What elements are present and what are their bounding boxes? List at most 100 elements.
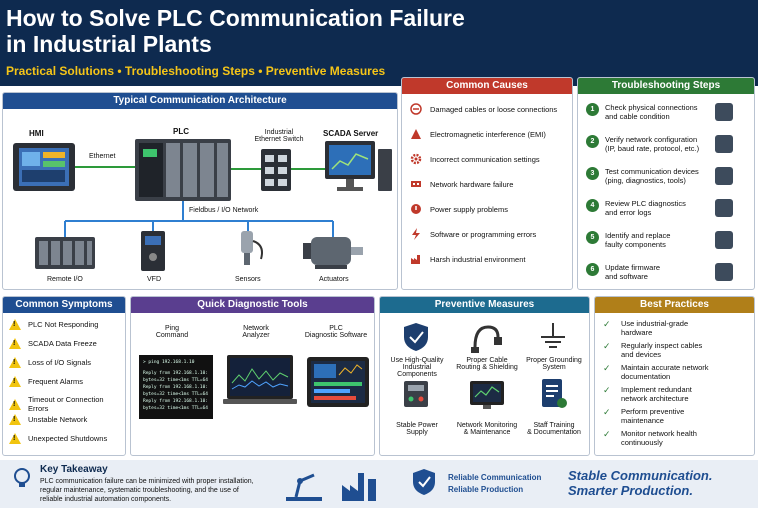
step-number: 1	[586, 103, 599, 116]
checkmark-icon: ✓	[603, 341, 611, 351]
measure-line2: Routing & Shielding	[456, 364, 518, 371]
network-analyzer-laptop	[223, 355, 297, 404]
cause-label: Electromagnetic interference (EMI)	[430, 129, 546, 139]
symptom-item: !SCADA Data Freeze	[9, 338, 97, 349]
console-line: Reply from 192.168.1.10:	[143, 399, 209, 404]
plc-software-label-line1: PLC	[329, 325, 343, 332]
step-line2: and error logs	[605, 208, 652, 217]
grounding-icon	[541, 323, 565, 348]
troubleshooting-title: Troubleshooting Steps	[578, 78, 754, 94]
measure-line1: Stable Power	[396, 422, 438, 429]
analyzer-label-line2: Analyzer	[242, 332, 270, 339]
ping-label-line1: Ping	[164, 325, 179, 332]
vfd-device	[141, 231, 165, 271]
cause-label: Software or programming errors	[430, 229, 537, 239]
ping-label-line2: Command	[155, 332, 189, 339]
gear-icon	[715, 135, 733, 153]
warning-icon: !	[9, 433, 21, 444]
step-line2: and cable condition	[605, 112, 670, 121]
warning-icon: !	[9, 319, 21, 330]
cause-label: Harsh industrial environment	[430, 254, 526, 264]
takeaway-line: regular maintenance, systematic troubles…	[40, 487, 239, 494]
monitoring-icon	[470, 381, 504, 409]
practice-line2: maintenance	[621, 416, 664, 425]
step-line2: faulty components	[605, 240, 666, 249]
takeaway-line: reliable industrial automation component…	[40, 496, 172, 503]
page-subtitle: Practical Solutions • Troubleshooting St…	[6, 64, 386, 78]
architecture-diagram	[13, 139, 392, 271]
diagnostic-tools-title: Quick Diagnostic Tools	[131, 297, 374, 313]
scada-label: SCADA Server	[323, 129, 379, 138]
ethernet-label: Ethernet	[89, 153, 116, 160]
practice-line2: documentation	[621, 372, 671, 381]
measure-line1: Network Monitoring	[456, 422, 518, 429]
symptom-item: !Timeout or Connection Errors	[9, 395, 125, 413]
warning-icon: !	[9, 338, 21, 349]
title-line-1: How to Solve PLC Communication Failure	[6, 5, 465, 31]
practice-line1: Regularly inspect cables	[621, 341, 703, 350]
sensor-device	[241, 231, 263, 265]
remote-io-device	[35, 237, 95, 269]
ping-console: > ping 192.168.1.10 Reply from 192.168.1…	[139, 355, 213, 419]
preventive-title: Preventive Measures	[380, 297, 589, 313]
symptom-label: Timeout or Connection Errors	[28, 395, 104, 413]
ethernet-switch	[261, 149, 291, 191]
clipboard-icon	[715, 199, 733, 217]
symptom-item: ! Unstable Network	[9, 414, 87, 425]
cause-item: Electromagnetic interference (EMI)	[410, 128, 546, 140]
step-line2: (ping, diagnostics, tools)	[605, 176, 686, 185]
measure-line2: & Documentation	[527, 429, 581, 436]
cause-item: Power supply problems	[410, 203, 508, 215]
hardware-icon	[410, 178, 422, 190]
plc-software-tablet	[307, 357, 369, 407]
symptom-label: PLC Not Responding	[28, 320, 99, 329]
slogan: Stable Communication. Smarter Production…	[568, 468, 712, 498]
checkmark-icon: ✓	[603, 363, 611, 373]
symptom-label: Unstable Network	[28, 415, 88, 424]
warning-icon	[410, 128, 422, 140]
actuators-label: Actuators	[319, 276, 349, 283]
symptom-label: Loss of I/O Signals	[28, 358, 91, 367]
checkmark-icon: ✓	[603, 429, 611, 439]
warning-icon: !	[9, 414, 21, 425]
common-causes-panel: Common Causes Damaged cables or loose co…	[401, 77, 573, 290]
practice-line1: Monitor network health	[621, 429, 697, 438]
cause-item: Incorrect communication settings	[410, 153, 540, 165]
plc-label: PLC	[173, 127, 189, 136]
cable-plug-icon	[715, 103, 733, 121]
sensors-label: Sensors	[235, 276, 261, 283]
cause-label: Damaged cables or loose connections	[430, 104, 558, 114]
measure-line1: Use High-Quality	[390, 357, 444, 364]
step-text: Test communication devices(ping, diagnos…	[605, 167, 715, 185]
measure-line2: System	[542, 364, 566, 371]
practice-line1: Perform preventive	[621, 407, 685, 416]
page-title: How to Solve PLC Communication Failure i…	[6, 5, 566, 57]
console-line: bytes=32 time<1ms TTL=64	[143, 378, 209, 383]
switch-label-line2: Ethernet Switch	[254, 136, 304, 143]
cause-label: Network hardware failure	[430, 179, 514, 189]
step-line1: Review PLC diagnostics	[605, 199, 686, 208]
slogan-line: Stable Communication.	[568, 468, 713, 483]
cause-item: Damaged cables or loose connections	[410, 103, 557, 115]
warning-icon: !	[9, 357, 21, 368]
practice-line2: hardware	[621, 328, 653, 337]
cable-icon	[471, 325, 502, 353]
